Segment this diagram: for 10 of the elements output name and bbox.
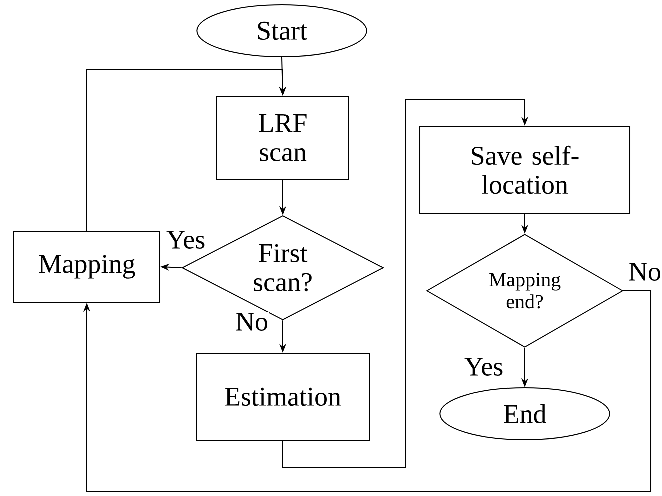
edge-label: Yes <box>463 357 505 377</box>
arrow <box>282 100 529 468</box>
process-box: Save self-location <box>420 126 630 214</box>
process-box: Mapping <box>14 231 160 303</box>
process-box: LRF scan <box>216 96 350 180</box>
arrow <box>86 70 287 232</box>
edge-label: No <box>234 312 270 332</box>
process-box: Estimation <box>196 353 370 441</box>
arrow <box>83 290 652 492</box>
edge-label: No <box>628 262 662 282</box>
